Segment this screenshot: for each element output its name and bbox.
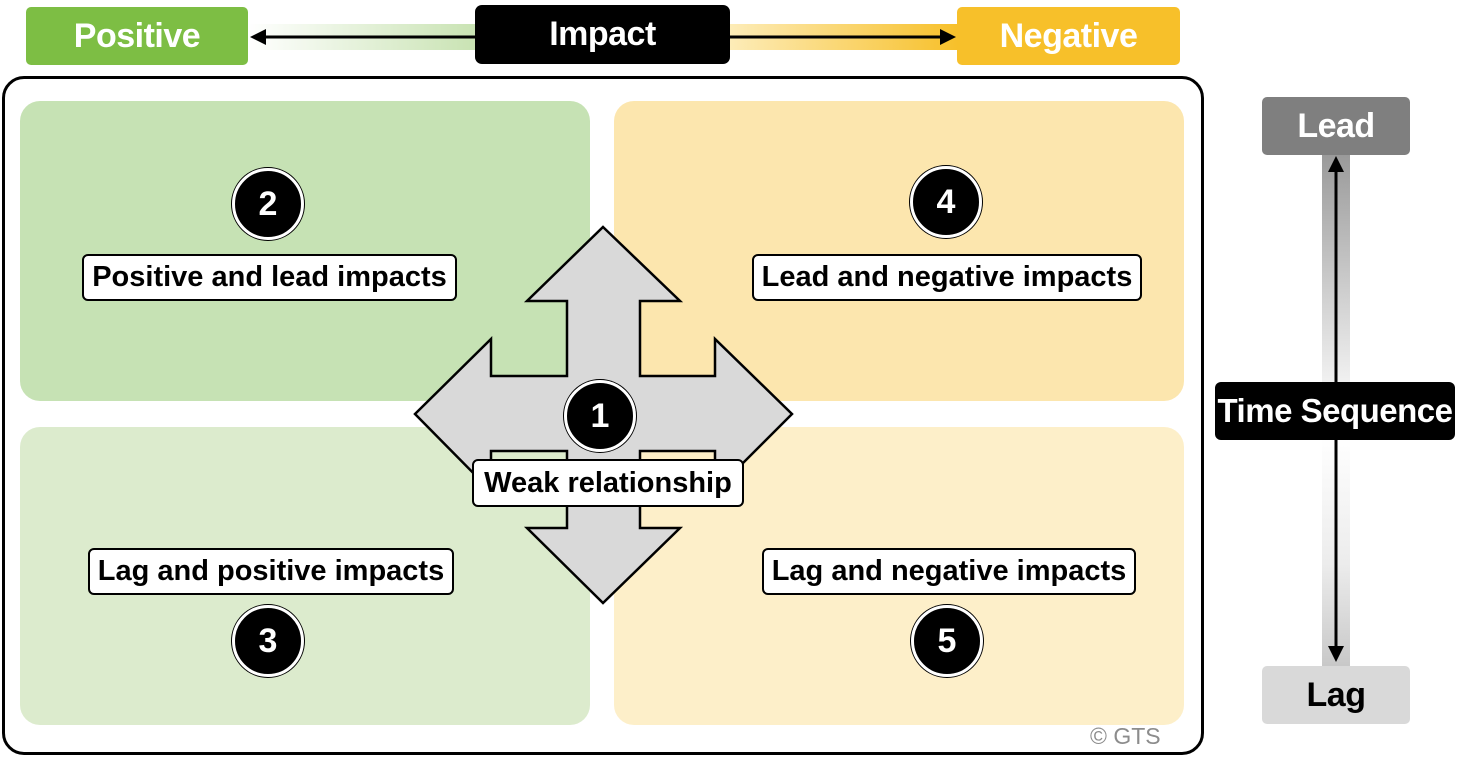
quadrant-top-left (20, 101, 590, 401)
copyright-text: © GTS (1090, 722, 1161, 749)
time-arrowhead-down (1328, 646, 1344, 662)
label-lag-negative: Lag and negative impacts (762, 548, 1136, 595)
impact-axis-arrows (250, 29, 956, 45)
time-sequence-label: Time Sequence (1215, 382, 1455, 440)
badge-number-5: 5 (911, 605, 983, 677)
label-lag-positive: Lag and positive impacts (88, 548, 454, 595)
label-weak-relationship: Weak relationship (472, 459, 744, 507)
badge-number-2: 2 (232, 168, 304, 240)
badge-number-4: 4 (910, 166, 982, 238)
impact-arrowhead-left (250, 29, 266, 45)
lag-label: Lag (1262, 666, 1410, 724)
lead-label: Lead (1262, 97, 1410, 155)
quadrant-top-right (614, 101, 1184, 401)
badge-number-1: 1 (564, 380, 636, 452)
badge-number-3: 3 (232, 605, 304, 677)
positive-label: Positive (26, 7, 248, 65)
label-lead-negative: Lead and negative impacts (752, 254, 1142, 301)
impact-arrowhead-right (940, 29, 956, 45)
label-positive-lead: Positive and lead impacts (82, 254, 457, 301)
impact-label: Impact (475, 5, 730, 64)
time-arrowhead-up (1328, 156, 1344, 172)
negative-label: Negative (957, 7, 1180, 65)
